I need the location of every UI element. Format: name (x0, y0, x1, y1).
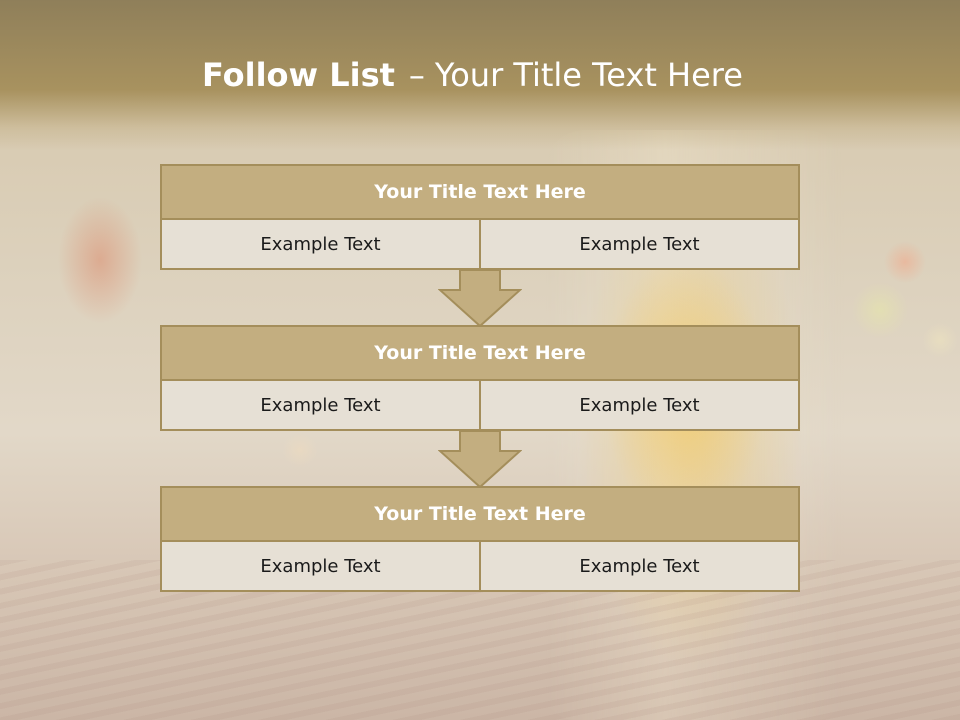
page-title: Follow List–Your Title Text Here (0, 56, 945, 94)
step-title-2: Your Title Text Here (160, 325, 800, 381)
step-cell-right-3: Example Text (481, 542, 800, 592)
step-cell-left-2: Example Text (160, 381, 481, 431)
step-title-3: Your Title Text Here (160, 486, 800, 542)
step-block-2: Your Title Text Here Example Text Exampl… (160, 325, 800, 431)
step-row-1: Example Text Example Text (160, 220, 800, 270)
page-title-separator: – (408, 56, 425, 94)
step-block-3: Your Title Text Here Example Text Exampl… (160, 486, 800, 592)
page-title-bold: Follow List (202, 56, 395, 94)
step-cell-right-2: Example Text (481, 381, 800, 431)
step-row-3: Example Text Example Text (160, 542, 800, 592)
step-block-1: Your Title Text Here Example Text Exampl… (160, 164, 800, 270)
page-title-rest: Your Title Text Here (434, 56, 743, 94)
step-cell-left-1: Example Text (160, 220, 481, 270)
title-band (0, 0, 960, 150)
step-cell-right-1: Example Text (481, 220, 800, 270)
down-arrow-icon (438, 431, 522, 489)
step-title-1: Your Title Text Here (160, 164, 800, 220)
down-arrow-icon (438, 270, 522, 328)
step-row-2: Example Text Example Text (160, 381, 800, 431)
step-cell-left-3: Example Text (160, 542, 481, 592)
